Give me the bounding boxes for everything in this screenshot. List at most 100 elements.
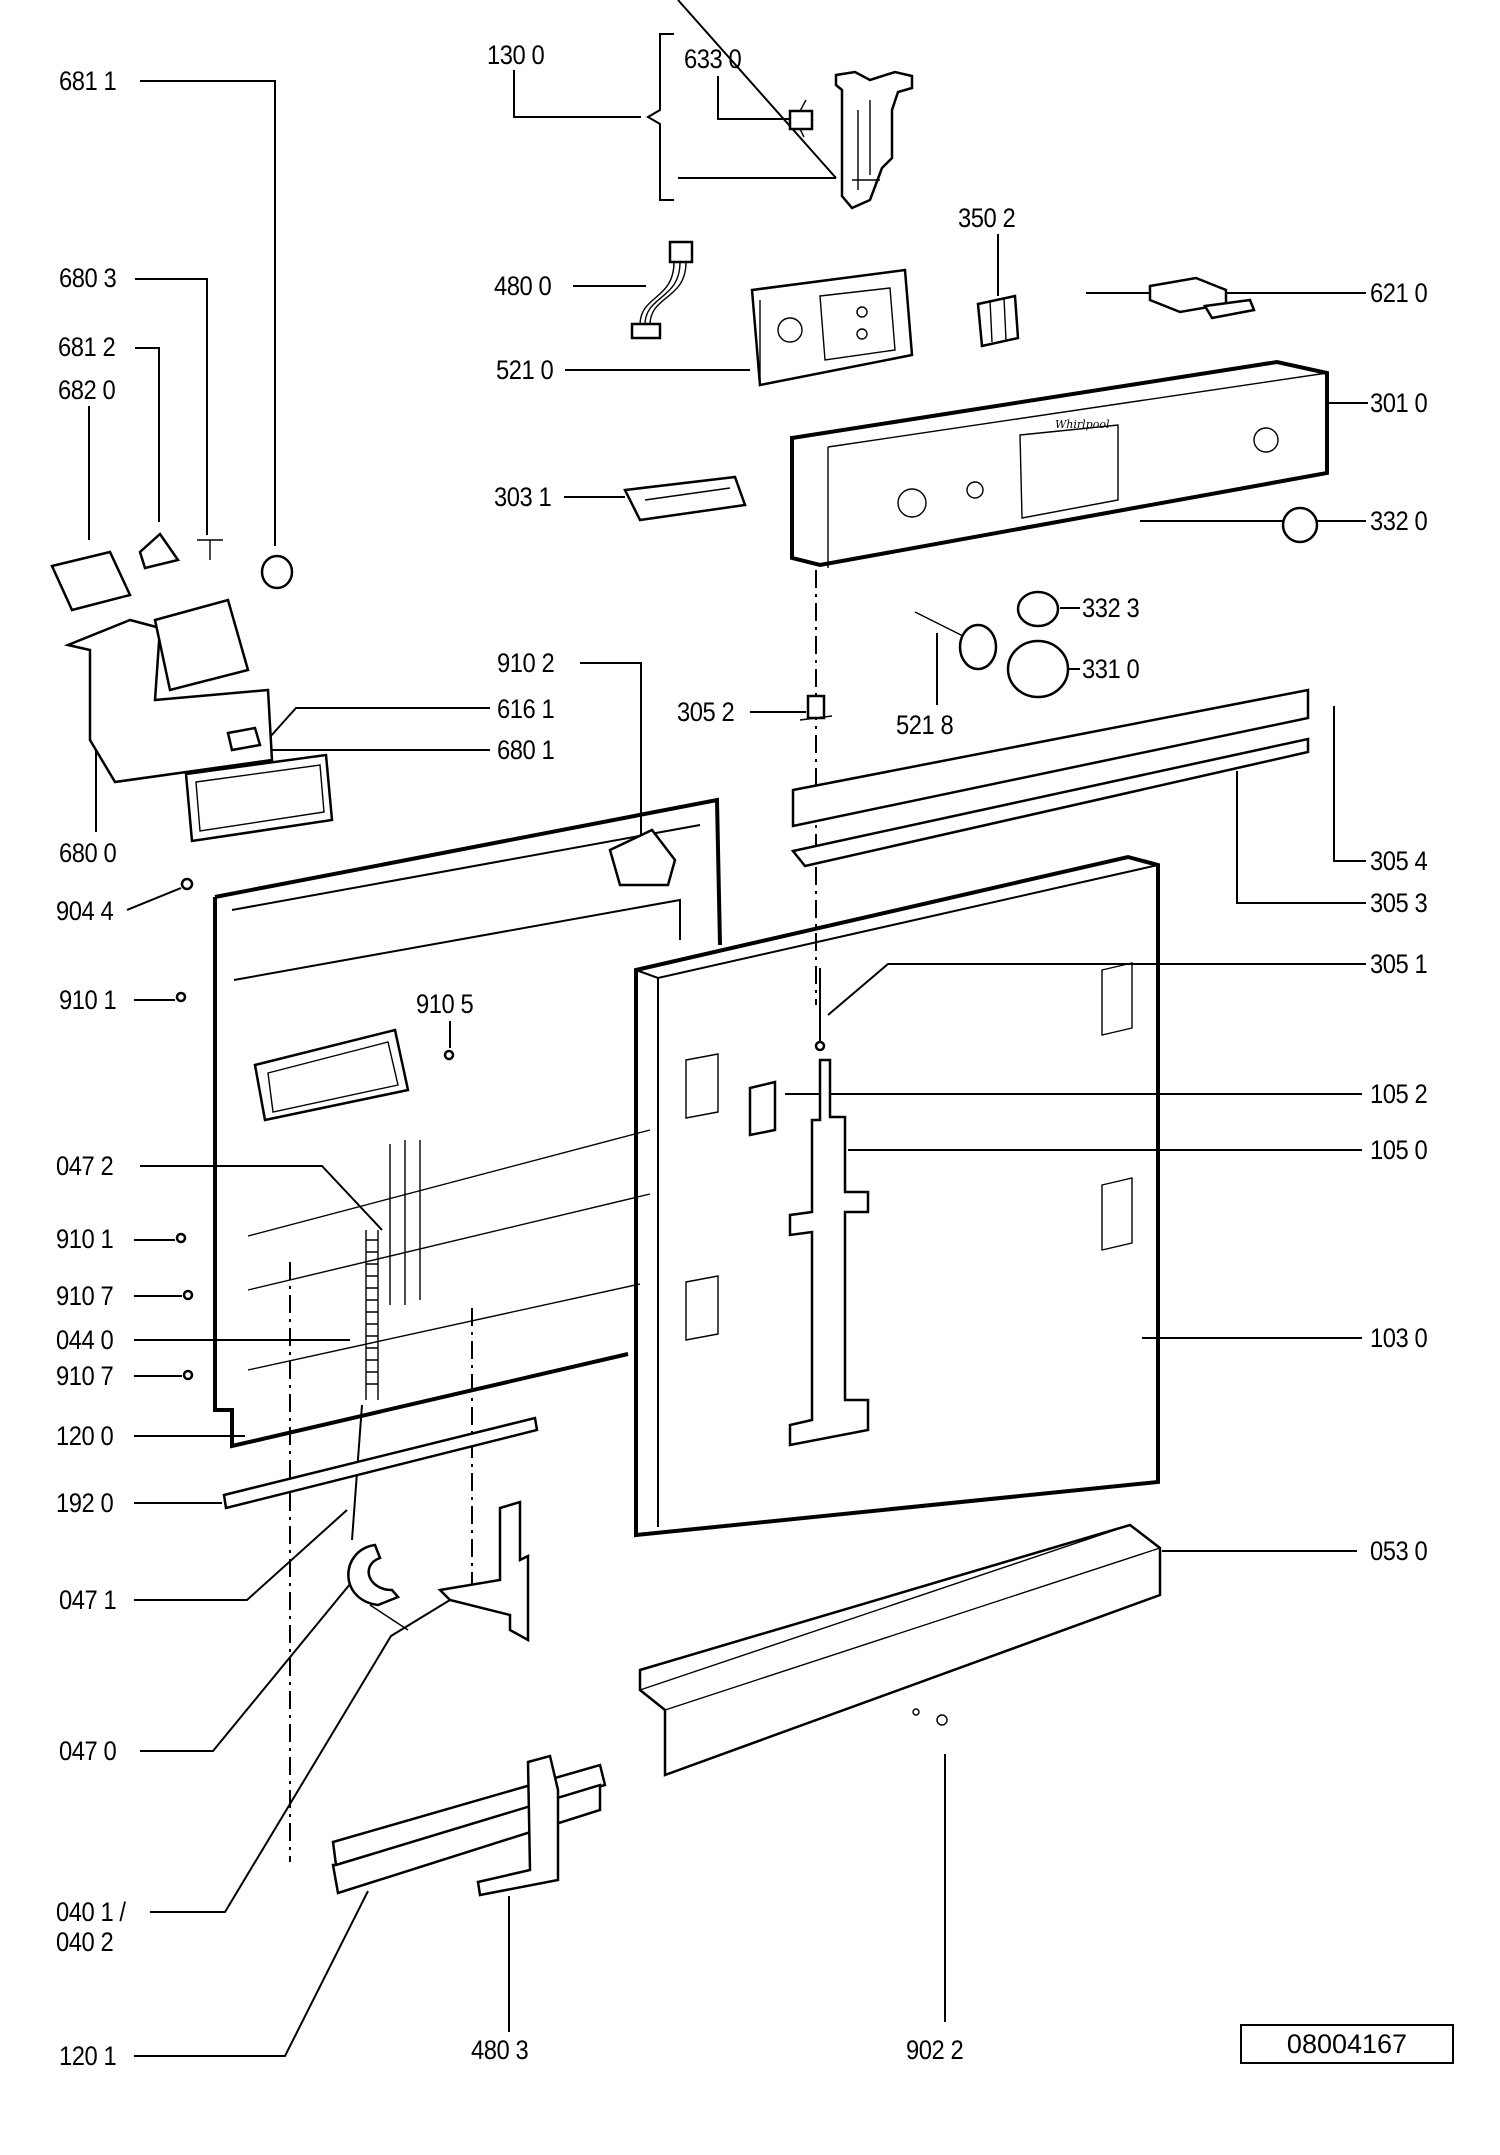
hinge-plate-910-2 (608, 828, 677, 887)
callout-305-3: 305 3 (1370, 888, 1428, 918)
spring-hinge (347, 1230, 409, 1631)
part-480-3 (476, 1754, 560, 1897)
fasteners (175, 877, 455, 1381)
callout-305-1: 305 1 (1370, 949, 1428, 979)
callout-120-1: 120 1 (59, 2041, 117, 2071)
knobs (914, 506, 1319, 699)
callout-305-2: 305 2 (677, 697, 735, 727)
callout-480-0: 480 0 (494, 271, 552, 301)
dispenser-group (50, 532, 334, 843)
callout-910-7a: 910 7 (56, 1281, 114, 1311)
control-panel-301-0: Whirlpool (790, 359, 1329, 568)
microswitch-633-0 (788, 109, 814, 131)
leader-lines (88, 0, 1368, 2057)
panel-rails (790, 688, 1310, 868)
outer-door-103-0 (634, 854, 1160, 1538)
leader-680-3 (135, 278, 208, 535)
button-332-3 (1016, 590, 1060, 628)
leader-305-3 (1236, 771, 1366, 904)
callout-681-1: 681 1 (59, 66, 117, 96)
leader-681-2 (135, 347, 160, 522)
electronic-board-521-0 (750, 268, 914, 387)
callout-910-7b: 910 7 (56, 1361, 114, 1391)
callout-040-1: 040 1 / (56, 1897, 126, 1927)
callout-680-1: 680 1 (497, 735, 555, 765)
callout-682-0: 682 0 (58, 375, 116, 405)
leader-904-4 (126, 887, 182, 911)
relay-350-2 (976, 294, 1020, 348)
connector-621-0 (1148, 276, 1256, 320)
dispenser-680-0 (63, 618, 274, 784)
callout-621-0: 621 0 (1370, 278, 1428, 308)
screw-910-5 (443, 1049, 455, 1061)
screw-910-1b (175, 1232, 187, 1244)
leader-040-1 (150, 1599, 451, 1913)
cover-681-2 (138, 532, 181, 570)
knob-331-0 (1006, 639, 1070, 699)
inner-door-120-0 (213, 797, 722, 1449)
screw-910-7b (182, 1369, 194, 1381)
assembly-axes (289, 570, 817, 1862)
callout-910-2: 910 2 (497, 648, 555, 678)
seal-682-0 (50, 550, 132, 612)
knob-332-0 (1281, 506, 1319, 544)
brand-logo: Whirlpool (1055, 418, 1110, 431)
callout-053-0: 053 0 (1370, 1536, 1428, 1566)
callout-616-1: 616 1 (497, 694, 555, 724)
wiring-harness-480-0 (630, 240, 694, 340)
callout-103-0: 103 0 (1370, 1323, 1428, 1353)
leader-047-2 (140, 1165, 383, 1231)
door-cutouts (685, 962, 1133, 1341)
callout-480-3: 480 3 (471, 2035, 529, 2065)
kickplate-053-0 (638, 1523, 1162, 1777)
rail-305-4 (791, 688, 1310, 828)
rail-305-3 (790, 737, 1310, 868)
hinge-047-0 (347, 1543, 401, 1607)
callout-301-0: 301 0 (1370, 388, 1428, 418)
latch-105-2 (748, 1080, 777, 1137)
callout-904-4: 904 4 (56, 896, 114, 926)
plate-105-0 (788, 1058, 870, 1447)
callout-303-1: 303 1 (494, 482, 552, 512)
strip-192-0 (222, 1416, 539, 1510)
callout-521-8: 521 8 (896, 710, 954, 740)
leader-681-1 (140, 80, 276, 546)
callout-105-0: 105 0 (1370, 1135, 1428, 1165)
callout-680-3: 680 3 (59, 263, 117, 293)
document-number-box: 08004167 (1240, 2024, 1454, 2064)
bushing-305-2 (799, 694, 833, 721)
callout-521-0: 521 0 (496, 355, 554, 385)
leader-120-1 (134, 1890, 369, 2057)
callout-040-2: 040 2 (56, 1927, 114, 1957)
callout-044-0: 044 0 (56, 1325, 114, 1355)
callout-105-2: 105 2 (1370, 1079, 1428, 1109)
screw-910-1a (175, 991, 187, 1003)
bottom-panel-120-1 (331, 1754, 607, 1897)
callout-305-4: 305 4 (1370, 846, 1428, 876)
seal-681-1 (260, 554, 294, 590)
callout-350-2: 350 2 (958, 203, 1016, 233)
callout-047-2: 047 2 (56, 1151, 114, 1181)
callout-331-0: 331 0 (1082, 654, 1140, 684)
callout-120-0: 120 0 (56, 1421, 114, 1451)
display-unit-303-1 (623, 475, 747, 522)
clip-680-3 (197, 539, 223, 560)
leader-305-1 (827, 963, 1366, 1016)
gasket-680-1 (184, 753, 334, 843)
leader-047-1 (134, 1509, 348, 1601)
callout-902-2: 902 2 (906, 2035, 964, 2065)
leader-305-4 (1333, 706, 1366, 862)
callout-910-1a: 910 1 (59, 985, 117, 1015)
leader-910-2 (580, 662, 642, 845)
callout-332-3: 332 3 (1082, 593, 1140, 623)
screw-902-2 (936, 1714, 948, 1726)
callout-633-0: 633 0 (684, 44, 742, 74)
leader-130-0 (513, 70, 641, 118)
callout-047-1: 047 1 (59, 1585, 117, 1615)
door-lock-assembly (788, 70, 914, 210)
spring-044-0 (365, 1230, 379, 1400)
leader-047-0 (140, 1577, 356, 1752)
screw-904-4 (180, 877, 194, 891)
